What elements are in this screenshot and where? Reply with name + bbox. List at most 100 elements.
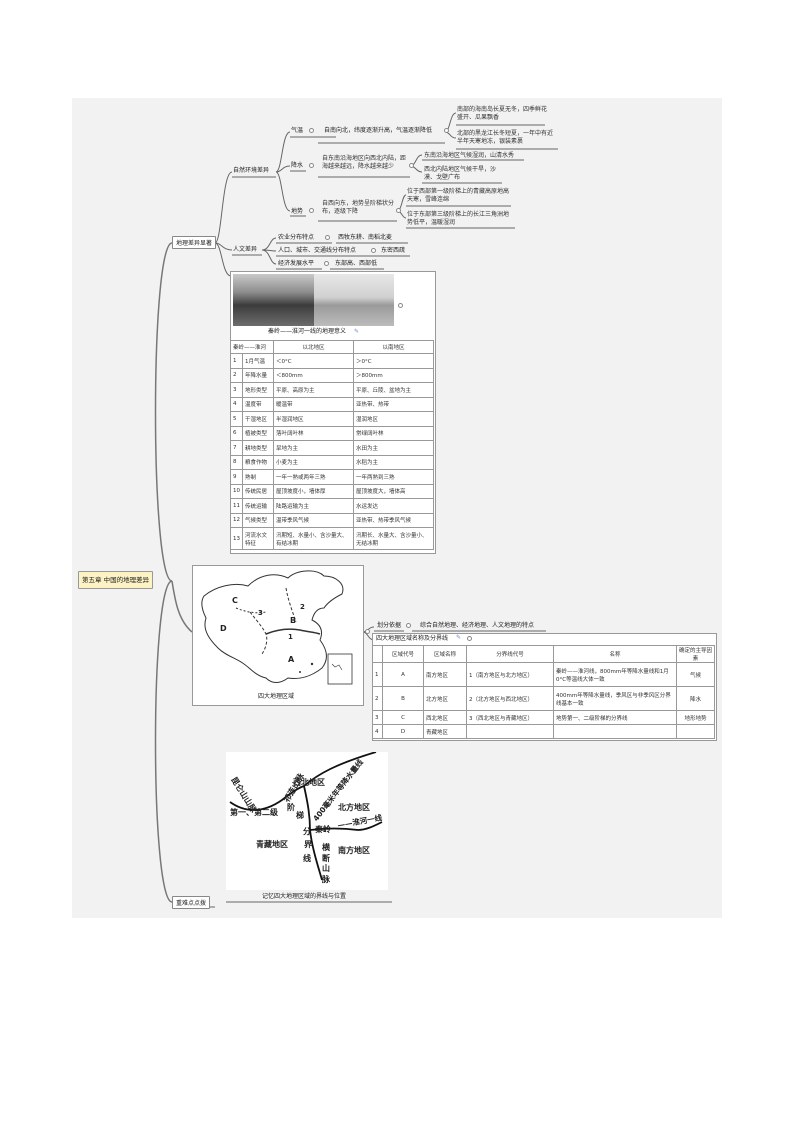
table-cell: 7 [230, 440, 243, 456]
table-cell: 屋顶坡度小，墙体厚 [272, 483, 354, 499]
branch-geo-differences[interactable]: 地理差异显著 [172, 236, 217, 249]
table-cell: 青藏地区 [423, 724, 467, 739]
map-label-1: 1 [288, 633, 293, 641]
terrain-west: 位于西部第一级阶梯上的青藏高原地高天寒，雪峰连绵 [407, 188, 510, 203]
northwest-label: 西北地区 [293, 778, 325, 787]
table-cell: ＜800mm [272, 367, 354, 383]
table-cell: 秦岭——淮河线，800mm年等降水量线和1月0°C等温线大体一致 [553, 662, 677, 687]
collapse-dot-icon[interactable] [309, 208, 314, 213]
population-label[interactable]: 人口、城市、交通线分布特点 [278, 247, 357, 254]
diagram-caption: 记忆四大地理区域的界线与位置 [262, 893, 347, 900]
topic-terrain[interactable]: 地势 [291, 208, 304, 215]
table-cell: 旱地为主 [272, 440, 354, 456]
root-topic[interactable]: 第五章 中国的地理差异 [78, 571, 154, 589]
table-cell: 3（西北地区与青藏地区） [466, 710, 554, 725]
map-label-b: B [290, 616, 297, 625]
temperature-south: 南部的海南岛长夏无冬，四季鲜花盛开、瓜果飘香 [457, 106, 548, 121]
terrain-desc: 自西向东，地势呈阶梯状分布，逐级下降 [322, 200, 395, 215]
collapse-dot-icon[interactable] [365, 629, 370, 634]
china-map [201, 570, 353, 685]
table-cell: 湿润地区 [352, 411, 435, 427]
fen-label: 分 [303, 827, 311, 836]
table-cell: 传统运输 [242, 498, 274, 514]
map-label-3: 3 [258, 609, 263, 617]
table-cell: 汛期短、水量小、含沙量大、有结冰期 [272, 527, 354, 550]
collapse-dot-icon[interactable] [444, 128, 449, 133]
collapse-dot-icon[interactable] [398, 303, 403, 308]
table-cell: 小麦为主 [272, 454, 354, 470]
collapse-dot-icon[interactable] [409, 163, 414, 168]
table-cell: ＞0°C [352, 353, 435, 369]
table-cell: 13 [230, 527, 243, 550]
topic-temperature[interactable]: 气温 [291, 127, 304, 134]
table-cell: ＞800mm [352, 367, 435, 383]
agri-label[interactable]: 农业分布特点 [278, 234, 315, 241]
table-header: 以南地区 [352, 340, 435, 354]
table-cell: A [382, 662, 424, 687]
table-cell: 北方地区 [423, 686, 467, 711]
note-icon[interactable]: ✎ [456, 634, 462, 641]
topic-natural-env[interactable]: 自然环境差异 [233, 167, 270, 174]
table-cell: 亚热带、热带 [352, 396, 435, 412]
collapse-dot-icon[interactable] [324, 261, 329, 266]
table-cell: 10 [230, 483, 243, 499]
table-cell: 陆路运输为主 [272, 498, 354, 514]
note-icon[interactable]: ✎ [354, 328, 360, 335]
temperature-desc: 自南向北，纬度逐渐升高，气温逐渐降低 [324, 127, 433, 134]
collapse-dot-icon[interactable] [309, 163, 314, 168]
south-label: 南方地区 [338, 846, 370, 855]
table-cell: 1（南方地区与北方地区） [466, 662, 554, 687]
population-value: 东密西疏 [381, 247, 406, 254]
table-cell [553, 724, 677, 739]
table-cell: 3 [230, 382, 243, 398]
regions-table-title: 四大地理区域名称及分界线 [376, 635, 449, 642]
collapse-dot-icon[interactable] [325, 235, 330, 240]
collapse-dot-icon[interactable] [371, 248, 376, 253]
collapse-dot-icon[interactable] [406, 623, 411, 628]
qinling-label: 秦岭 [315, 825, 331, 834]
topic-precipitation[interactable]: 降水 [291, 162, 304, 169]
table-cell: 11 [230, 498, 243, 514]
branch-key-points[interactable]: 重难点点拨 [172, 896, 211, 909]
region-boundary-diagram [226, 752, 388, 890]
table-cell: 一年两熟到三熟 [352, 469, 435, 485]
table-cell: 地势第一、二级阶梯的分界线 [553, 710, 677, 725]
map-label-c: C [232, 596, 238, 605]
table-header: 名称 [553, 645, 677, 663]
collapse-dot-icon[interactable] [309, 128, 314, 133]
collapse-dot-icon[interactable] [396, 208, 401, 213]
table-header: 确定的主导因素 [676, 645, 715, 663]
collapse-dot-icon[interactable] [467, 636, 472, 641]
table-cell: 落叶阔叶林 [272, 425, 354, 441]
table-header: 秦岭——淮河 [230, 340, 274, 354]
north-label: 北方地区 [338, 803, 370, 812]
table-cell: 传统民居 [242, 483, 274, 499]
table-cell: 4 [230, 396, 243, 412]
table-cell: 气候 [676, 662, 715, 687]
table-cell: 耕地类型 [242, 440, 274, 456]
table-header-row: 秦岭——淮河 以北地区 以南地区 [230, 340, 435, 354]
division-basis-label[interactable]: 划分依据 [377, 622, 402, 629]
table-cell: 一年一熟或两年三熟 [272, 469, 354, 485]
topic-human[interactable]: 人文差异 [233, 246, 258, 253]
economy-label[interactable]: 经济发展水平 [278, 260, 315, 267]
table-cell: D [382, 724, 424, 739]
map-label-d: D [220, 624, 227, 633]
terrain-east: 位于东部第三级阶梯上的长江三角洲地势低平，温暖湿润 [407, 211, 510, 226]
table-cell: 降水 [676, 686, 715, 711]
table-cell: 6 [230, 425, 243, 441]
precipitation-desc: 自东南沿海地区向西北内陆，距海越来越远，降水越来越少 [322, 155, 407, 170]
